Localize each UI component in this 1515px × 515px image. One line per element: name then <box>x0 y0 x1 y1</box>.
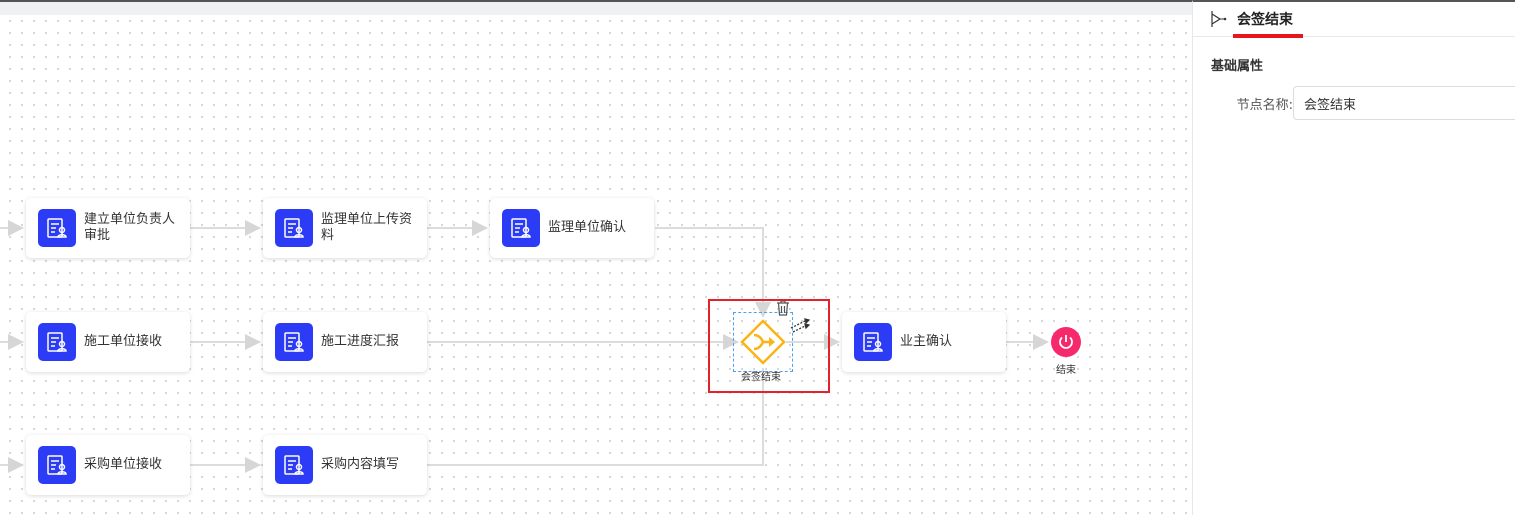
gateway-merge-icon <box>740 319 786 365</box>
task-node[interactable]: 监理单位上传资料 <box>263 198 427 258</box>
task-form-icon <box>38 209 76 247</box>
highlight-box <box>708 299 830 393</box>
section-title: 基础属性 <box>1211 59 1264 74</box>
task-form-icon <box>275 323 313 361</box>
task-form-icon <box>275 446 313 484</box>
gateway-type-icon <box>1211 11 1227 27</box>
trash-icon[interactable] <box>776 300 790 320</box>
task-node[interactable]: 采购单位接收 <box>26 435 190 495</box>
properties-panel: 会签结束 基础属性 节点名称: <box>1192 0 1515 515</box>
task-node[interactable]: 施工单位接收 <box>26 312 190 372</box>
task-node[interactable]: 监理单位确认 <box>490 198 654 258</box>
panel-title: 会签结束 <box>1233 9 1303 38</box>
power-icon <box>1059 335 1073 349</box>
end-label: 结束 <box>1056 365 1076 376</box>
gateway-label: 会签结束 <box>741 372 781 383</box>
end-event[interactable] <box>1051 327 1081 357</box>
top-bar <box>0 0 1192 15</box>
panel-header: 会签结束 <box>1193 2 1515 38</box>
task-node[interactable]: 采购内容填写 <box>263 435 427 495</box>
task-node-owner-confirm[interactable]: 业主确认 <box>842 312 1006 372</box>
task-node[interactable]: 建立单位负责人审批 <box>26 198 190 258</box>
node-name-label: 节点名称: <box>1236 97 1293 113</box>
node-name-input[interactable] <box>1293 86 1515 120</box>
connect-arrow-icon[interactable] <box>790 318 811 338</box>
task-form-icon <box>38 446 76 484</box>
task-form-icon <box>502 209 540 247</box>
edge <box>655 227 771 318</box>
task-form-icon <box>275 209 313 247</box>
node-name-row: 节点名称: <box>1193 86 1515 120</box>
edge <box>427 368 764 466</box>
flow-canvas[interactable] <box>4 15 1192 515</box>
edges <box>0 220 1049 473</box>
selection-box <box>733 312 793 372</box>
task-node[interactable]: 施工进度汇报 <box>263 312 427 372</box>
task-form-icon <box>854 323 892 361</box>
join-gateway[interactable] <box>740 319 786 365</box>
task-form-icon <box>38 323 76 361</box>
